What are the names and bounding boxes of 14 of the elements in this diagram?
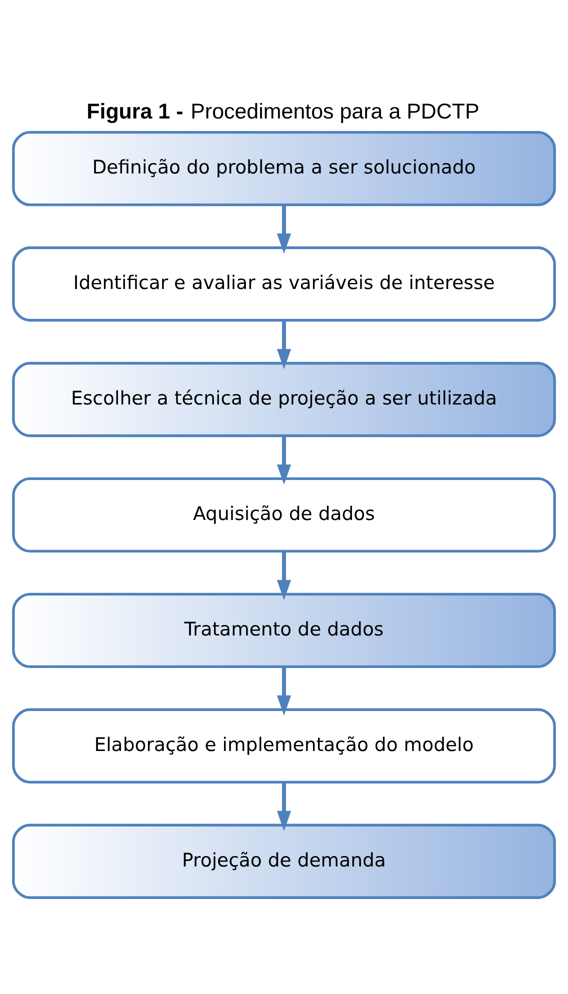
diagram-title: Figura 1 - Procedimentos para a PDCTP — [86, 99, 480, 124]
arrow — [276, 435, 292, 484]
node-box: Tratamento de dados — [12, 592, 556, 668]
node-box: Definição do problema a ser solucionado — [12, 130, 556, 206]
arrow — [276, 204, 292, 254]
arrow — [276, 550, 292, 600]
arrow — [276, 320, 292, 369]
node-box: Projeção de demanda — [12, 823, 556, 898]
node-box: Identificar e avaliar as variáveis de interesse — [12, 246, 556, 322]
arrow — [276, 666, 292, 716]
node-box: Escolher a técnica de projeção a ser utilizada — [12, 361, 556, 437]
arrow — [276, 782, 292, 831]
node-box: Aquisição de dados — [12, 476, 556, 552]
node-box: Elaboração e implementação do modelo — [12, 708, 556, 783]
